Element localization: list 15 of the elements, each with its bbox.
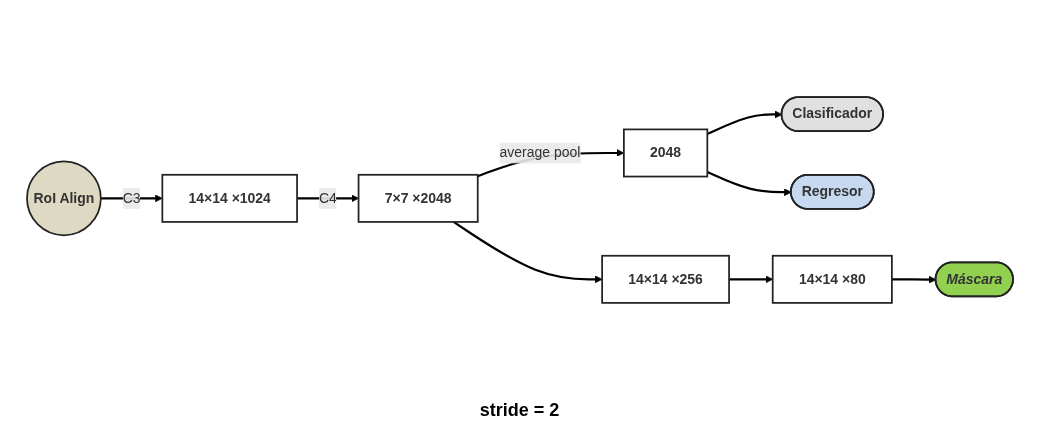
arrow	[452, 221, 602, 284]
arrow	[891, 275, 936, 284]
note-text: stride = 2	[479, 400, 560, 420]
node-box: 14×14 ×256	[600, 254, 730, 304]
edge-label: average pool	[499, 145, 580, 160]
node-box: 7×7 ×2048	[357, 173, 479, 223]
arrow	[296, 194, 359, 203]
node-circle: RoI Align	[25, 160, 102, 237]
node-box: 2048	[622, 128, 708, 178]
edge-label: C4	[318, 190, 337, 206]
node-box: 14×14 ×1024	[160, 173, 298, 223]
node-box: 14×14 ×80	[771, 254, 893, 304]
arrow	[706, 110, 782, 135]
arrow	[728, 275, 773, 284]
edge-label: C3	[122, 190, 141, 206]
